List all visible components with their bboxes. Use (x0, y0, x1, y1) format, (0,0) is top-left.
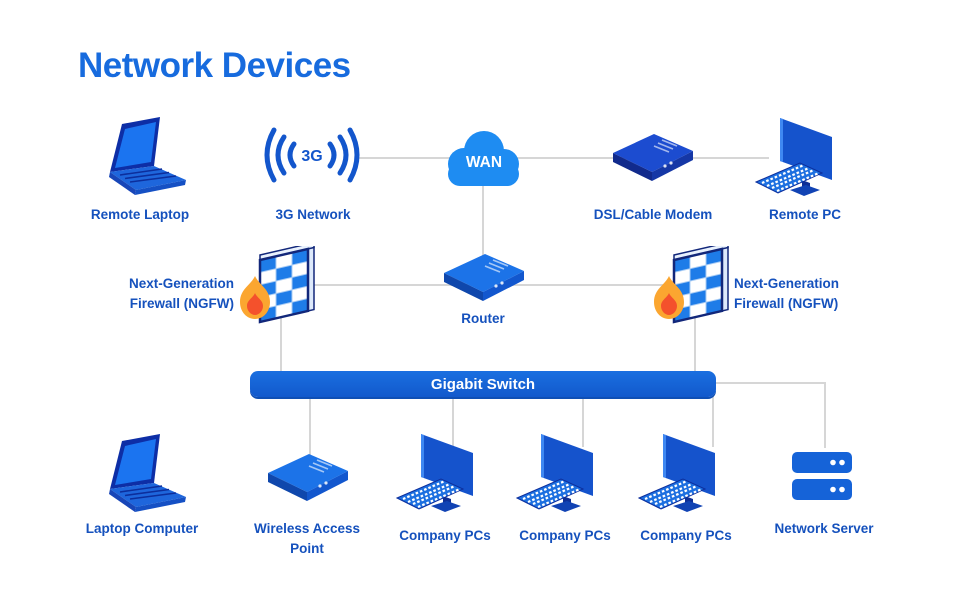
router-icon (436, 246, 531, 315)
laptop-computer-label: Laptop Computer (85, 521, 199, 536)
3g-network-label: 3G Network (275, 207, 351, 222)
router-label: Router (461, 311, 505, 326)
network-server-label: Network Server (774, 521, 874, 536)
remote-pc-label: Remote PC (768, 207, 842, 222)
connector-switch-server-h (714, 382, 826, 384)
flame-icon (654, 276, 684, 319)
ngfw-right-label: Next-Generation Firewall (NGFW) (734, 276, 840, 311)
company-pc-icon-1 (395, 432, 495, 532)
firewall-right-icon (652, 241, 736, 343)
connector-ngfw-right-switch (694, 316, 696, 374)
3g-signal-icon: 3G (264, 123, 360, 192)
connector-switch-ap (309, 395, 311, 458)
wan-label: WAN (466, 154, 502, 171)
remote-laptop-icon (96, 114, 191, 204)
flame-icon (240, 276, 270, 319)
dsl-cable-modem-label: DSL/Cable Modem (593, 207, 713, 222)
connector-switch-pc3 (712, 395, 714, 447)
remote-laptop-label: Remote Laptop (90, 207, 190, 222)
company-pc-icon-3 (637, 432, 737, 532)
company-pcs-label-2: Company PCs (519, 528, 611, 543)
connector-switch-server-v (824, 382, 826, 448)
wireless-access-point-icon (260, 446, 355, 515)
3g-badge: 3G (301, 148, 322, 165)
wireless-access-point-label: Wireless Access Point (254, 521, 360, 556)
connector-3g-wan-modem-pc (357, 157, 769, 159)
company-pc-icon-2 (515, 432, 615, 532)
connector-wan-router (482, 184, 484, 260)
network-server-icon (789, 446, 855, 515)
ngfw-left-label: Next-Generation Firewall (NGFW) (128, 276, 234, 311)
connector-switch-pc1 (452, 395, 454, 447)
connector-ngfw-left-switch (280, 318, 282, 374)
gigabit-switch: Gigabit Switch (250, 371, 716, 397)
laptop-computer-icon (96, 431, 191, 521)
dsl-cable-modem-icon (605, 126, 700, 195)
connector-switch-pc2 (582, 395, 584, 447)
gigabit-switch-label: Gigabit Switch (430, 375, 536, 393)
company-pcs-label-3: Company PCs (640, 528, 732, 543)
page-title: Network Devices (78, 46, 351, 85)
remote-pc-icon (754, 116, 854, 216)
firewall-left-icon (238, 241, 322, 343)
company-pcs-label-1: Company PCs (399, 528, 491, 543)
wan-cloud-icon: WAN (437, 124, 529, 197)
